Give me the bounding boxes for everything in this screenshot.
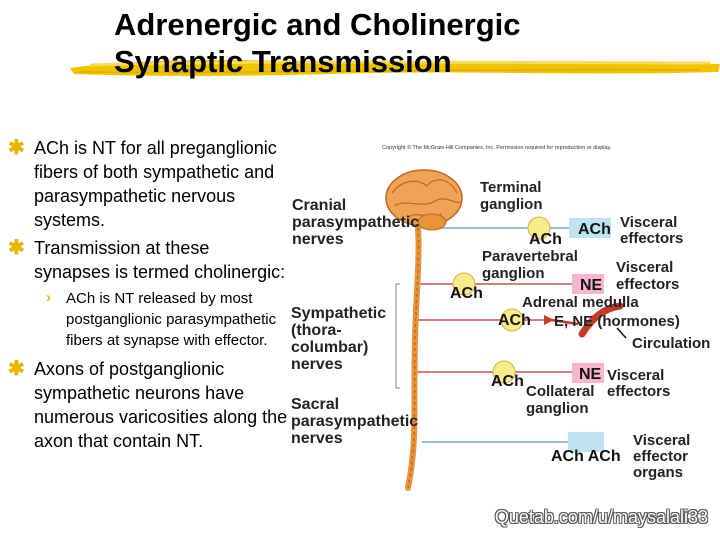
nt-labels: ACh ACh ACh NE ACh ACh NE ACh ACh	[450, 221, 621, 465]
sub-bullet-item: › ACh is NT released by most postganglio…	[6, 288, 288, 351]
bullet-text: Transmission at these synapses is termed…	[34, 238, 286, 282]
right-labels: Terminal ganglion Visceral effectors Par…	[480, 179, 710, 481]
terminal-ganglion-label: Terminal	[480, 179, 541, 196]
ach-label: ACh	[491, 373, 524, 390]
visceral-effector-organs-label: effector	[633, 448, 688, 465]
sympathetic-label: nerves	[291, 356, 343, 373]
bullet-item: ✱ Axons of postganglionic sympathetic ne…	[6, 357, 288, 453]
star-bullet-icon: ✱	[8, 237, 25, 259]
star-bullet-icon: ✱	[8, 358, 25, 380]
bullet-item: ✱ Transmission at these synapses is term…	[6, 236, 288, 284]
paravertebral-ganglion-label: ganglion	[482, 265, 545, 282]
ne-label: NE	[579, 366, 602, 383]
ganglia	[452, 216, 551, 384]
ach-label: ACh	[498, 312, 531, 329]
yellow-brush-stroke	[70, 60, 720, 76]
terminal-ganglion-label: ganglion	[480, 196, 543, 213]
arrow-icon	[616, 327, 627, 339]
paravertebral-ganglion	[452, 272, 476, 296]
adrenal-gland	[544, 302, 627, 339]
spinal-cord	[405, 225, 422, 491]
sacral-label: nerves	[291, 430, 343, 447]
sympathetic-label: columbar)	[291, 339, 368, 356]
ne-box	[572, 363, 604, 383]
ach-label: ACh ACh	[551, 448, 621, 465]
hormones-label: E, NE (hormones)	[554, 313, 680, 330]
visceral-effectors-label: Visceral	[616, 259, 673, 276]
visceral-effector-organs-label: Visceral	[633, 432, 690, 449]
brain-icon	[385, 169, 463, 231]
visceral-effector-organs-label: organs	[633, 464, 683, 481]
sacral-label: Sacral	[291, 396, 339, 413]
bullet-item: ✱ ACh is NT for all preganglionic fibers…	[6, 136, 288, 232]
collateral-ganglion	[492, 360, 516, 384]
visceral-effectors-label: effectors	[607, 383, 670, 400]
star-bullet-icon: ✱	[8, 137, 25, 159]
ach-label: ACh	[529, 231, 562, 248]
paravertebral-ganglion-label: Paravertebral	[482, 248, 578, 265]
slide-title: Adrenergic and Cholinergic Synaptic Tran…	[114, 6, 674, 80]
collateral-ganglion-label: Collateral	[526, 383, 594, 400]
ne-box	[572, 274, 604, 294]
autonomic-nervous-system-diagram: Copyright © The McGraw-Hill Companies, I…	[291, 144, 710, 491]
ach-label: ACh	[450, 285, 483, 302]
adrenal-medulla-label: Adrenal medulla	[522, 294, 639, 311]
sympathetic-label: Sympathetic	[291, 305, 386, 322]
arrowhead	[544, 315, 554, 325]
cranial-label: parasympathetic	[292, 214, 419, 231]
watermark: Quetab.com/u/maysalali33	[494, 507, 708, 527]
nt-boxes	[568, 218, 611, 452]
sympathetic-label: (thora-	[291, 322, 342, 339]
left-labels: Cranial parasympathetic nerves Sympathet…	[291, 197, 419, 447]
cranial-label: nerves	[292, 231, 344, 248]
title-line-2: Synaptic Transmission	[114, 44, 452, 79]
arrow-right-icon	[551, 318, 579, 326]
sympathetic-bracket	[395, 283, 400, 389]
ach-box	[568, 432, 604, 452]
visceral-effectors-label: Visceral	[620, 214, 677, 231]
copyright-notice: Copyright © The McGraw-Hill Companies, I…	[382, 144, 612, 151]
sacral-label: parasympathetic	[291, 413, 418, 430]
sub-bullet-text: ACh is NT released by most postganglioni…	[66, 290, 277, 349]
ne-label: NE	[580, 277, 603, 294]
visceral-effectors-label: Visceral	[607, 367, 664, 384]
circulation-label: Circulation	[632, 335, 710, 352]
ach-box	[569, 218, 611, 238]
collateral-ganglion-label: ganglion	[526, 400, 589, 417]
adrenal-ganglion	[500, 308, 524, 332]
bullet-list: ✱ ACh is NT for all preganglionic fibers…	[6, 136, 288, 457]
title-line-1: Adrenergic and Cholinergic	[114, 7, 521, 42]
cranial-label: Cranial	[292, 197, 346, 214]
ach-label: ACh	[578, 221, 611, 238]
visceral-effectors-label: effectors	[620, 230, 683, 247]
terminal-ganglion	[527, 216, 551, 240]
visceral-effectors-label: effectors	[616, 276, 679, 293]
bullet-text: Axons of postganglionic sympathetic neur…	[34, 359, 288, 451]
bullet-text: ACh is NT for all preganglionic fibers o…	[34, 138, 277, 230]
chevron-right-icon: ›	[46, 289, 51, 306]
